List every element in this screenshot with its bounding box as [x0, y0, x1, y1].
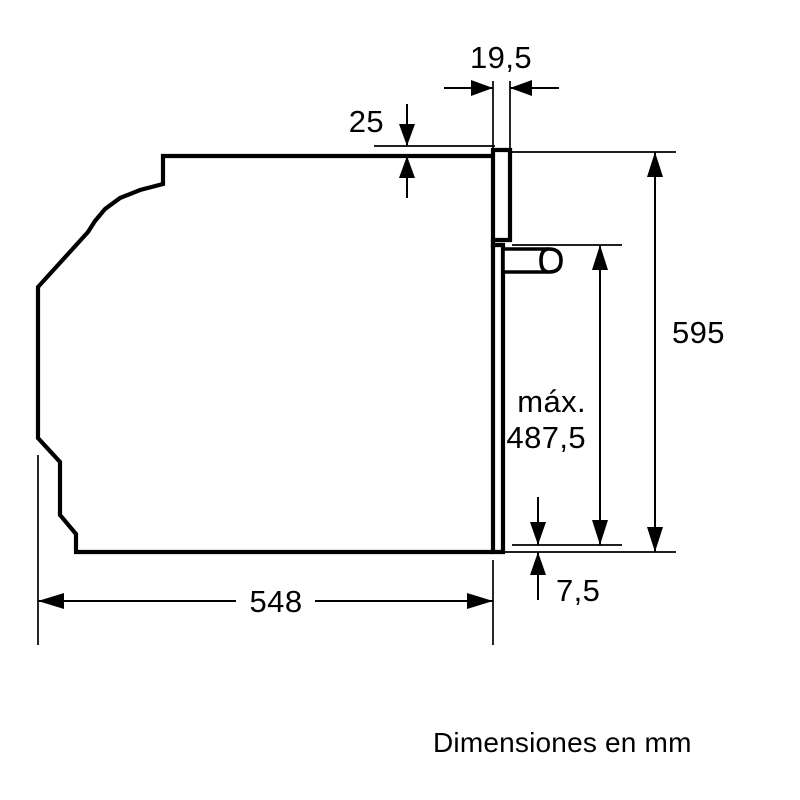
handle-cylinder [501, 247, 563, 274]
door-handle-knob [501, 247, 563, 274]
dimension-label-max-prefix: máx. [517, 384, 586, 419]
oven-side-profile [35, 153, 493, 555]
arrowhead-19-5-right [510, 80, 532, 96]
arrowhead-25-top [399, 124, 415, 146]
dimension-7-5: 7,5 [530, 497, 600, 608]
arrowhead-25-bottom [399, 156, 415, 178]
dimension-label-25: 25 [349, 104, 384, 139]
door-panel-lower [490, 242, 506, 555]
arrowhead-7-5-bottom [530, 552, 546, 575]
arrowhead-487-5-top [592, 245, 608, 270]
door-panel-upper [490, 147, 513, 243]
drawing-caption: Dimensiones en mm [433, 727, 692, 758]
dimension-label-548: 548 [250, 584, 303, 619]
dimension-548: 548 [37, 455, 494, 645]
dimension-label-19-5: 19,5 [470, 40, 532, 75]
arrowhead-7-5-top [530, 522, 546, 545]
dimension-595: 595 [647, 152, 725, 552]
arrowhead-595-top [647, 152, 663, 177]
handle-end-cap [539, 247, 550, 274]
door-panel [490, 147, 513, 555]
dimension-19-5: 19,5 [444, 40, 559, 152]
arrowhead-19-5-left [471, 80, 493, 96]
arrowhead-487-5-bottom [592, 520, 608, 545]
dimension-25: 25 [349, 104, 495, 198]
dimension-label-7-5: 7,5 [556, 573, 600, 608]
right-extension-lines [505, 151, 676, 553]
oven-body-outline [35, 153, 493, 555]
arrowhead-548-left [38, 593, 64, 609]
dimension-label-595: 595 [672, 315, 725, 350]
arrowhead-595-bottom [647, 527, 663, 552]
dimension-max-487-5: máx. 487,5 [506, 245, 608, 545]
arrowhead-548-right [467, 593, 493, 609]
dimension-label-487-5: 487,5 [506, 420, 586, 455]
